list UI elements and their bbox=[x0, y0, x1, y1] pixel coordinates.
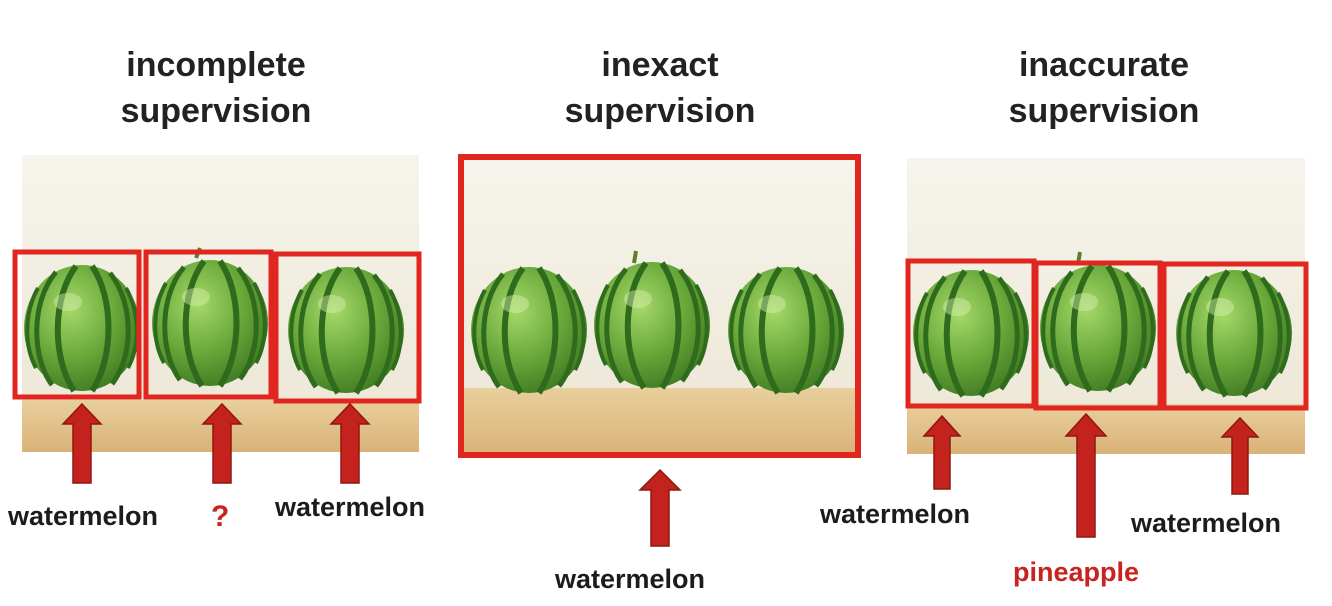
panel-title-inexact: inexact supervision bbox=[500, 42, 820, 134]
title-line-1: incomplete bbox=[126, 46, 306, 84]
up-arrow-icon bbox=[922, 414, 962, 490]
label-watermelon: watermelon bbox=[555, 564, 706, 594]
up-arrow-icon bbox=[1064, 412, 1108, 538]
photo-inaccurate bbox=[907, 158, 1305, 454]
bounding-box bbox=[12, 249, 142, 400]
up-arrow-icon bbox=[638, 468, 682, 547]
title-line-2: supervision bbox=[564, 92, 756, 130]
title-line-1: inexact bbox=[601, 46, 719, 84]
panel-title-inaccurate: inaccurate supervision bbox=[944, 42, 1264, 134]
up-arrow-icon bbox=[329, 402, 371, 484]
label-watermelon: watermelon bbox=[8, 501, 159, 531]
bounding-box bbox=[273, 251, 422, 404]
up-arrow-icon bbox=[201, 402, 243, 484]
title-line-2: supervision bbox=[120, 92, 312, 130]
bounding-box bbox=[458, 154, 861, 458]
panel-title-incomplete: incomplete supervision bbox=[56, 42, 376, 134]
bounding-box bbox=[1033, 260, 1163, 411]
title-line-2: supervision bbox=[1008, 92, 1200, 130]
label-watermelon: watermelon bbox=[820, 499, 971, 529]
bounding-box bbox=[143, 249, 274, 400]
title-line-1: inaccurate bbox=[1018, 46, 1190, 84]
label-question-mark: ? bbox=[211, 500, 230, 533]
bounding-box bbox=[1161, 261, 1309, 411]
up-arrow-icon bbox=[61, 402, 103, 484]
up-arrow-icon bbox=[1220, 416, 1260, 495]
label-pineapple: pineapple bbox=[1013, 557, 1140, 587]
photo-inexact bbox=[463, 158, 856, 456]
label-watermelon: watermelon bbox=[1131, 508, 1282, 538]
label-watermelon: watermelon bbox=[275, 492, 426, 522]
